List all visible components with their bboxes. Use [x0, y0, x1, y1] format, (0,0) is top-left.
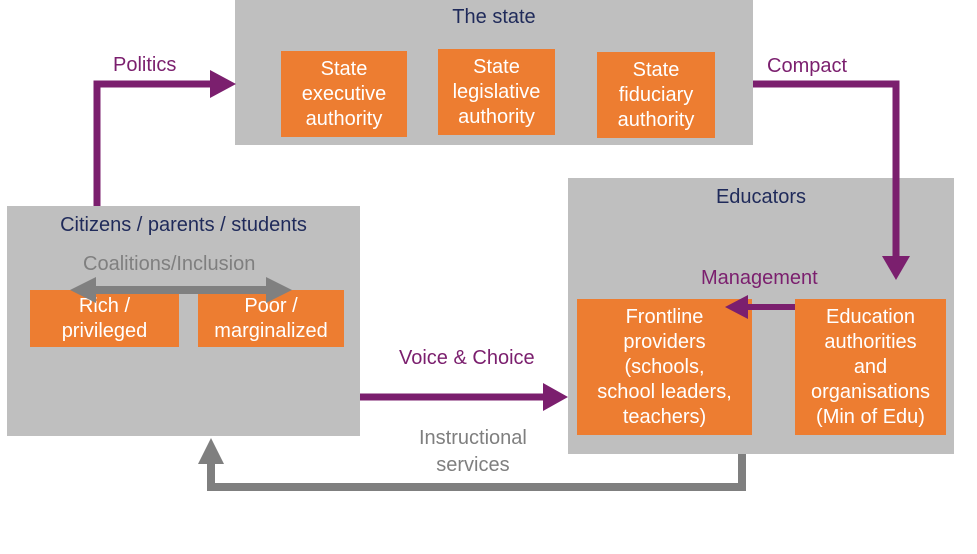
- state-title: The state: [452, 6, 536, 28]
- instructional-services-arrow: [207, 454, 746, 491]
- state-fiduciary-box: State fiduciary authority: [597, 52, 715, 138]
- instructional-services-arrowhead: [198, 438, 224, 464]
- compact-arrowhead: [882, 256, 910, 280]
- politics-arrow: [93, 80, 214, 206]
- compact-label: Compact: [767, 55, 848, 77]
- state-legislative-box: State legislative authority: [438, 49, 555, 135]
- instructional-services-label: Instructional services: [419, 427, 527, 476]
- state-executive-box: State executive authority: [281, 51, 407, 137]
- politics-label: Politics: [113, 54, 177, 76]
- voice-choice-label: Voice & Choice: [399, 347, 535, 369]
- citizens-title: Citizens / parents / students: [60, 214, 307, 236]
- management-arrowhead: [725, 295, 748, 319]
- voice-choice-arrowhead: [543, 383, 568, 411]
- educators-title: Educators: [715, 186, 807, 208]
- management-label: Management: [701, 267, 818, 289]
- education-authorities-box: Education authorities and organisations …: [795, 299, 946, 435]
- compact-arrow: [753, 80, 900, 258]
- coalitions-arrowhead-left: [70, 277, 96, 303]
- rich-privileged-box: Rich / privileged: [30, 290, 179, 347]
- politics-arrowhead: [210, 70, 236, 98]
- coalitions-label: Coalitions/Inclusion: [83, 253, 256, 275]
- frontline-providers-box: Frontline providers (schools, school lea…: [577, 299, 752, 435]
- coalitions-arrowhead-right: [266, 277, 292, 303]
